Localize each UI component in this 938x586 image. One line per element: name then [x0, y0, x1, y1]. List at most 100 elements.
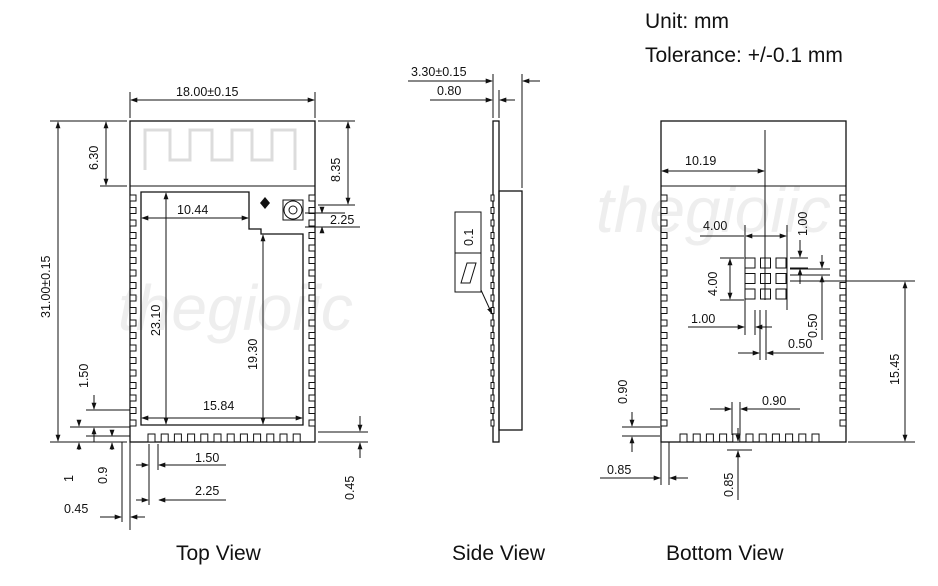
castellated-pad — [839, 332, 847, 339]
dim-center-height: 15.45 — [888, 354, 902, 385]
dim-ant-left: 6.30 — [87, 146, 101, 170]
ground-pad — [775, 288, 787, 300]
castellated-pad — [129, 257, 137, 264]
castellated-pad — [660, 207, 668, 214]
castellated-pad — [129, 319, 137, 327]
castellated-pad — [187, 433, 196, 443]
pin1-marker-icon — [260, 197, 270, 209]
castellated-pad — [839, 394, 847, 402]
side-pad — [490, 232, 495, 239]
castellated-pad — [660, 332, 668, 339]
side-shield — [498, 190, 523, 431]
side-pad — [490, 244, 495, 252]
dim-pin-b: 1 — [62, 475, 76, 482]
castellated-pad — [129, 332, 137, 339]
side-pad — [490, 407, 495, 414]
castellated-pad — [308, 394, 316, 402]
ground-pad — [744, 273, 756, 284]
castellated-pad — [660, 294, 668, 302]
castellated-pad — [839, 369, 847, 377]
side-pcb — [492, 120, 500, 443]
dim-gap-h: 0.50 — [788, 337, 812, 351]
castellated-pad — [129, 369, 137, 377]
bottom-view: 10.19 4.00 1.00 4.00 1.00 0.50 — [600, 120, 915, 565]
castellated-pad — [308, 382, 316, 389]
castellated-pad — [705, 433, 714, 443]
castellated-pad — [839, 282, 847, 289]
castellated-pad — [308, 257, 316, 264]
dim-pitch-h: 0.90 — [762, 394, 786, 408]
ground-pad — [744, 288, 756, 300]
rf-shield — [140, 191, 304, 426]
gdt-frame — [454, 211, 482, 293]
dim-bottom-width: 15.84 — [203, 399, 234, 413]
side-pads — [490, 194, 495, 427]
castellated-pad — [758, 433, 767, 443]
dim-side-total: 3.30±0.15 — [411, 65, 467, 79]
side-pad — [490, 257, 495, 264]
castellated-pad — [173, 433, 182, 443]
top-left-pads — [129, 194, 137, 427]
castellated-pad — [200, 433, 209, 443]
castellated-pad — [129, 194, 137, 202]
dim-grid-height: 4.00 — [706, 272, 720, 296]
castellated-pad — [308, 282, 316, 289]
castellated-pad — [798, 433, 807, 443]
castellated-pad — [660, 394, 668, 402]
dim-pitch-2: 2.25 — [195, 484, 219, 498]
castellated-pad — [129, 207, 137, 214]
castellated-pad — [129, 269, 137, 277]
dim-edge-v: 0.85 — [722, 473, 736, 497]
dim-shield-height-2: 19.30 — [246, 339, 260, 370]
caption-top-view: Top View — [176, 542, 262, 565]
side-pad — [490, 357, 495, 364]
castellated-pad — [308, 419, 316, 427]
antenna-trace — [143, 128, 297, 170]
castellated-pad — [308, 219, 316, 227]
castellated-pad — [129, 307, 137, 314]
tolerance-label: Tolerance: +/-0.1 mm — [645, 44, 843, 67]
castellated-pad — [811, 433, 820, 443]
caption-side-view: Side View — [452, 542, 546, 565]
bottom-left-pads — [660, 194, 668, 427]
castellated-pad — [308, 407, 316, 414]
side-pad — [490, 194, 495, 202]
side-pad — [490, 332, 495, 339]
side-pad — [490, 319, 495, 327]
castellated-pad — [266, 433, 275, 443]
castellated-pad — [839, 407, 847, 414]
side-pad — [490, 219, 495, 227]
castellated-pad — [308, 232, 316, 239]
castellated-pad — [660, 369, 668, 377]
castellated-pad — [129, 294, 137, 302]
dim-pitch-v: 0.90 — [616, 380, 630, 404]
dim-shield-height: 23.10 — [149, 305, 163, 336]
castellated-pad — [129, 419, 137, 427]
ground-pad — [775, 257, 787, 269]
castellated-pad — [839, 194, 847, 202]
castellated-pad — [160, 433, 169, 443]
castellated-pad — [660, 232, 668, 239]
castellated-pad — [660, 407, 668, 414]
castellated-pad — [660, 357, 668, 364]
castellated-pad — [129, 282, 137, 289]
side-pad — [490, 369, 495, 377]
castellated-pad — [679, 433, 688, 443]
side-pad — [490, 207, 495, 214]
castellated-pad — [129, 232, 137, 239]
castellated-pad — [839, 232, 847, 239]
castellated-pad — [308, 294, 316, 302]
castellated-pad — [839, 257, 847, 264]
dim-shield-width: 10.44 — [177, 203, 208, 217]
castellated-pad — [785, 433, 794, 443]
side-pad — [490, 419, 495, 427]
castellated-pad — [147, 433, 156, 443]
side-pad — [490, 282, 495, 289]
gdt-value: 0.1 — [462, 229, 476, 246]
castellated-pad — [213, 433, 222, 443]
castellated-pad — [839, 307, 847, 314]
castellated-pad — [279, 433, 288, 443]
castellated-pad — [660, 269, 668, 277]
unit-label: Unit: mm — [645, 10, 729, 33]
